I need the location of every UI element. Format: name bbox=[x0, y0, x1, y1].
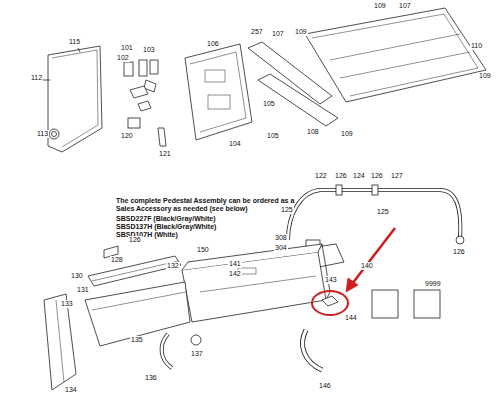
note-text: SBSD107H (White) bbox=[116, 231, 178, 239]
callout-number: 113 bbox=[36, 130, 49, 138]
note-text: The complete Pedestal Assembly can be or… bbox=[116, 197, 306, 213]
callout-number: 104 bbox=[228, 140, 242, 148]
callout-number: 133 bbox=[60, 300, 74, 308]
note-text: SBSD137H (Black/Gray/White) bbox=[116, 223, 216, 231]
callout-number: 109 bbox=[373, 2, 387, 10]
callout-number: 115 bbox=[68, 38, 81, 46]
callout-number: 122 bbox=[314, 172, 328, 180]
callout-number: 120 bbox=[120, 132, 134, 140]
callout-number: 108 bbox=[306, 128, 320, 136]
callout-number: 106 bbox=[206, 40, 220, 48]
callout-number: 141 bbox=[228, 260, 242, 268]
callout-number: 308 bbox=[274, 234, 288, 242]
callout-number: 144 bbox=[344, 314, 358, 322]
callout-number: 107 bbox=[398, 2, 412, 10]
callout-number: 146 bbox=[318, 382, 332, 390]
callout-number: 304 bbox=[274, 244, 288, 252]
callout-number: 105 bbox=[262, 100, 276, 108]
callout-number: 132 bbox=[166, 262, 180, 270]
callout-number: 134 bbox=[64, 386, 78, 394]
callout-number: 112 bbox=[30, 74, 43, 82]
callout-number: 126 bbox=[334, 172, 348, 180]
callout-number: 136 bbox=[144, 374, 158, 382]
callout-number: 126 bbox=[128, 236, 142, 244]
callout-number: 124 bbox=[352, 172, 366, 180]
note-text: SBSD227F (Black/Gray/White) bbox=[116, 215, 216, 223]
callout-number: 125 bbox=[280, 206, 294, 214]
callout-number: 135 bbox=[130, 336, 144, 344]
callout-number: 140 bbox=[360, 262, 374, 270]
callout-number: 102 bbox=[116, 54, 130, 62]
callout-number: 150 bbox=[196, 246, 210, 254]
callout-number: 109 bbox=[294, 28, 308, 36]
callout-number: 121 bbox=[158, 150, 172, 158]
callout-number: 137 bbox=[190, 350, 204, 358]
callout-number: 143 bbox=[324, 276, 338, 284]
callout-number: 105 bbox=[266, 132, 280, 140]
callout-number: 101 bbox=[120, 44, 134, 52]
callout-number: 130 bbox=[70, 272, 84, 280]
callout-number: 257 bbox=[250, 28, 264, 36]
callout-number: 109 bbox=[478, 72, 492, 80]
callout-number: 126 bbox=[452, 248, 466, 256]
callout-number: 127 bbox=[390, 172, 404, 180]
callout-number: 103 bbox=[142, 46, 156, 54]
callout-number: 125 bbox=[376, 208, 390, 216]
callout-number: 128 bbox=[110, 256, 124, 264]
callout-number: 126 bbox=[370, 172, 384, 180]
callout-number: 9999 bbox=[424, 280, 442, 288]
callout-number: 142 bbox=[228, 270, 242, 278]
callout-number: 107 bbox=[271, 30, 285, 38]
callout-number: 110 bbox=[470, 42, 483, 50]
callout-number: 131 bbox=[76, 286, 90, 294]
callout-number: 109 bbox=[340, 130, 354, 138]
